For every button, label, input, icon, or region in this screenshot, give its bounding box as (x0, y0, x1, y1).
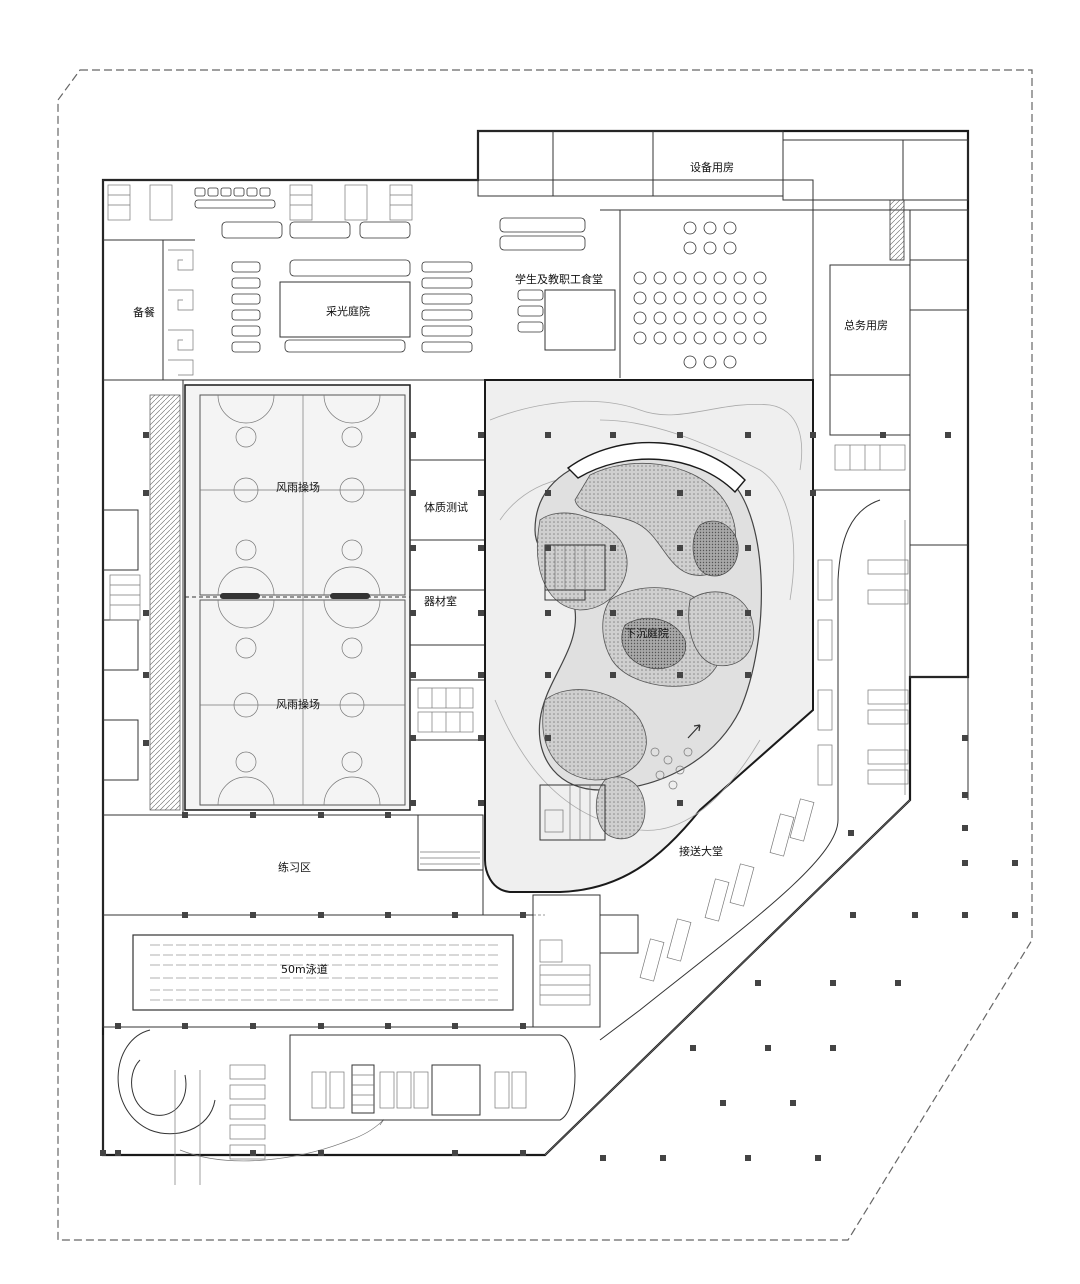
label-equipment-room: 设备用房 (690, 160, 734, 174)
label-fitness-test: 体质测试 (424, 500, 468, 514)
label-rain-playground-1: 风雨操场 (276, 480, 320, 494)
label-practice-area: 练习区 (278, 860, 311, 874)
label-sunken-court: 下沉庭院 (625, 626, 669, 640)
practice-area (102, 814, 545, 916)
label-equipment-store: 器材室 (424, 594, 457, 608)
swimming-pool (102, 894, 639, 1028)
label-general-affairs: 总务用房 (844, 318, 888, 332)
label-rain-playground-2: 风雨操场 (276, 697, 320, 711)
label-light-court: 采光庭院 (326, 304, 370, 318)
label-dining: 学生及教职工食堂 (515, 272, 603, 286)
south-parking (102, 1029, 576, 1185)
west-strip (102, 379, 184, 816)
sunken-courtyard (484, 379, 814, 893)
label-drop-off-hall: 接送大堂 (679, 844, 723, 858)
structural-columns (100, 432, 1018, 1161)
dining-tables-left (194, 187, 586, 353)
label-pantry: 备餐 (133, 305, 155, 319)
basketball-courts (184, 384, 411, 811)
east-wing (812, 199, 969, 678)
site-boundary (57, 69, 1033, 1241)
label-pool: 50m泳道 (281, 962, 328, 976)
round-tables (633, 221, 767, 369)
